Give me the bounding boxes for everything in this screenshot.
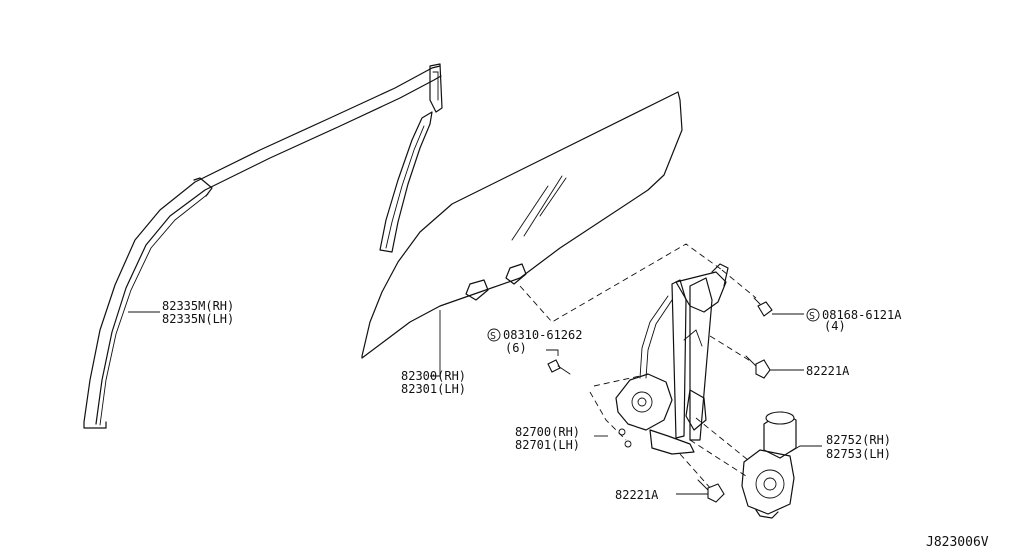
- label-08168-6121a: 08168-6121A: [822, 308, 902, 322]
- label-82701: 82701(LH): [515, 438, 580, 452]
- callout-regulator: 82700(RH) 82701(LH): [515, 425, 580, 452]
- label-82300: 82300(RH): [401, 369, 466, 383]
- window-regulator: [615, 263, 729, 455]
- bolt-82221A-mid: [745, 355, 771, 379]
- sash-channel-strip: [379, 111, 433, 253]
- door-glass: [361, 91, 683, 359]
- door-sash-molding: [83, 63, 443, 429]
- window-motor: [741, 411, 797, 519]
- bolt-82221A-lower: [697, 479, 725, 503]
- callout-bolt-mid: 82221A: [806, 364, 850, 378]
- callout-motor: 82752(RH) 82753(LH): [826, 433, 891, 461]
- s-mark-letter: S: [809, 311, 815, 322]
- leader-lines: [128, 310, 822, 495]
- diagram-id: J823006V: [926, 535, 989, 550]
- callout-sash: 82335M(RH) 82335N(LH): [162, 299, 234, 326]
- callout-bolt-lower: 82221A: [615, 488, 659, 502]
- label-qty-4: (4): [824, 319, 846, 333]
- s-mark-letter: S: [490, 331, 496, 342]
- label-qty-6: (6): [505, 341, 527, 355]
- s-mark-icon: [487, 328, 501, 342]
- label-82752: 82752(RH): [826, 433, 891, 447]
- label-82221a-mid: 82221A: [806, 364, 850, 378]
- label-82335n: 82335N(LH): [162, 312, 234, 326]
- screw-08310-61262: [547, 359, 571, 375]
- label-08310-61262: 08310-61262: [503, 328, 582, 342]
- label-82753: 82753(LH): [826, 447, 891, 461]
- label-82301: 82301(LH): [401, 382, 466, 396]
- label-82335m: 82335M(RH): [162, 299, 234, 313]
- callout-screw-upper: S 08310-61262 (6): [487, 328, 582, 355]
- callout-glass: 82300(RH) 82301(LH): [401, 369, 466, 396]
- bolt-08168-6121A: [753, 297, 773, 317]
- label-82221a-lower: 82221A: [615, 488, 659, 502]
- callout-bolt-upper: S 08168-6121A (4): [806, 308, 902, 333]
- label-82700: 82700(RH): [515, 425, 580, 439]
- s-mark-icon: [806, 308, 820, 322]
